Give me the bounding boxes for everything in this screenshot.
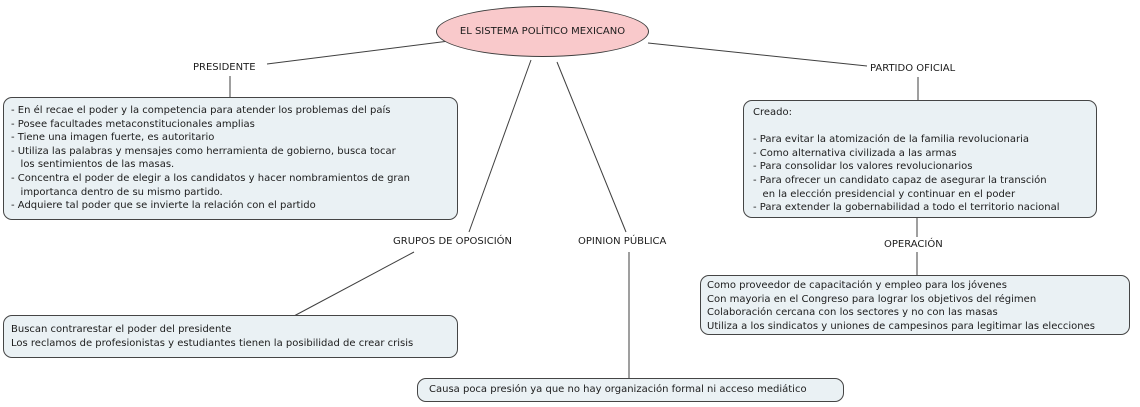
box-operacion-notes[interactable]: Como proveedor de capacitación y empleo … xyxy=(700,275,1130,335)
edge-central-to-opinion xyxy=(556,61,627,233)
box-grupos-oposicion-notes[interactable]: Buscan contrarestar el poder del preside… xyxy=(3,315,458,358)
label-presidente[interactable]: PRESIDENTE xyxy=(193,62,256,73)
edge-grupos-to-box xyxy=(293,251,415,317)
label-partido-oficial[interactable]: PARTIDO OFICIAL xyxy=(870,63,956,74)
label-opinion-publica[interactable]: OPINION PÚBLICA xyxy=(578,236,667,247)
edge-central-to-presidente xyxy=(266,40,450,65)
edge-central-to-partido xyxy=(647,42,868,67)
label-grupos-oposicion[interactable]: GRUPOS DE OPOSICIÓN xyxy=(393,236,512,247)
box-opinion-publica-notes[interactable]: Causa poca presión ya que no hay organiz… xyxy=(417,378,844,402)
central-topic-label: EL SISTEMA POLÍTICO MEXICANO xyxy=(459,26,626,37)
label-operacion[interactable]: OPERACIÓN xyxy=(884,239,943,250)
central-topic-ellipse[interactable]: EL SISTEMA POLÍTICO MEXICANO xyxy=(436,6,649,57)
edge-central-to-grupos xyxy=(468,59,532,233)
box-presidente-notes[interactable]: - En él recae el poder y la competencia … xyxy=(3,97,458,220)
box-partido-oficial-notes[interactable]: Creado: - Para evitar la atomización de … xyxy=(743,100,1097,218)
